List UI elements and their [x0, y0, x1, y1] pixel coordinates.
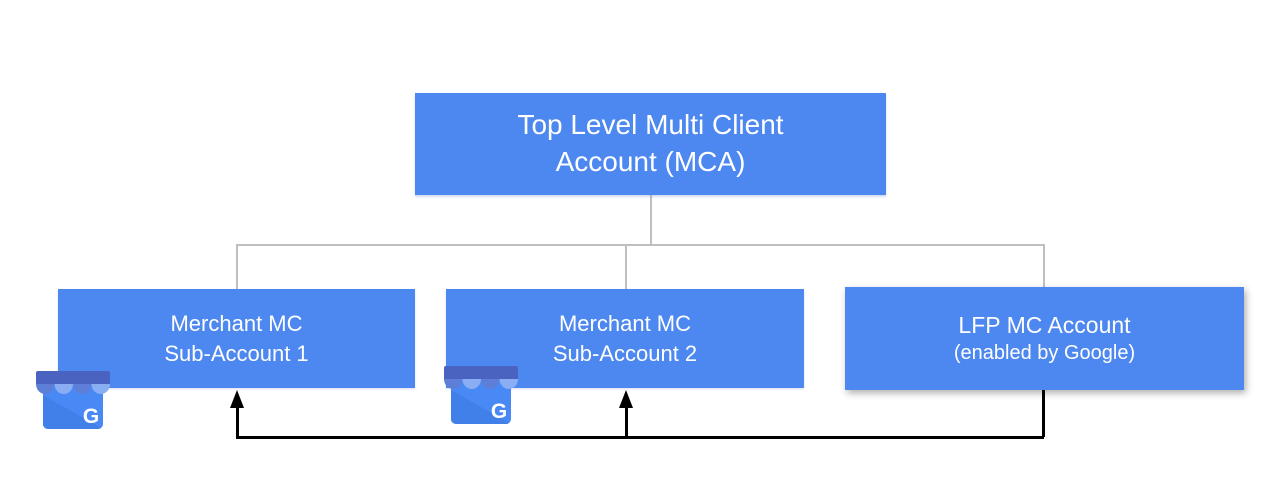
connector-root-drop — [650, 195, 652, 245]
google-g-letter: G — [491, 400, 507, 423]
arrowhead-sub2-icon — [619, 390, 633, 408]
node-label-line2: Account (MCA) — [555, 146, 746, 177]
connector-lfp-drop — [1043, 244, 1045, 287]
node-lfp-mc-account: LFP MC Account (enabled by Google) — [845, 287, 1244, 390]
connector-sub1-drop — [236, 244, 238, 289]
node-top-level-mca: Top Level Multi Client Account (MCA) — [415, 93, 886, 195]
node-label-line2: (enabled by Google) — [953, 342, 1136, 365]
flow-horizontal-bar — [236, 436, 1044, 439]
node-label-line2: Sub-Account 2 — [552, 340, 698, 366]
flow-sub2-up — [625, 406, 628, 437]
google-business-storefront-icon: G — [36, 371, 110, 429]
node-label-line1: Merchant MC — [558, 311, 692, 337]
node-label-line1: LFP MC Account — [958, 312, 1131, 339]
flow-sub1-up — [236, 406, 239, 437]
connector-sub2-drop — [625, 244, 627, 289]
google-g-letter: G — [83, 405, 99, 428]
arrowhead-sub1-icon — [230, 390, 244, 408]
connector-horizontal-bar — [236, 244, 1045, 246]
node-label-line1: Merchant MC — [170, 311, 303, 337]
node-merchant-sub-account-1: Merchant MC Sub-Account 1 — [58, 289, 415, 388]
node-label-line2: Sub-Account 1 — [164, 340, 309, 366]
node-label-line1: Top Level Multi Client — [517, 109, 784, 141]
flow-lfp-down — [1042, 390, 1045, 437]
google-business-storefront-icon: G — [444, 366, 518, 424]
